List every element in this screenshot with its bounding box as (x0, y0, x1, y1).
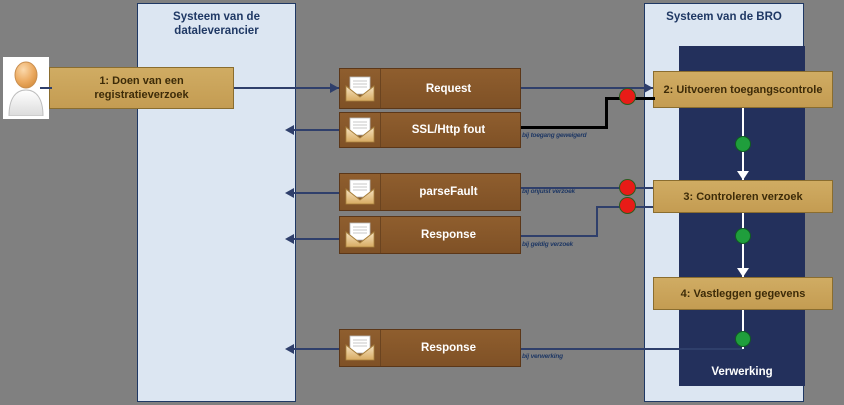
connector-ssl-out (290, 129, 340, 131)
connector-actor-step1 (40, 87, 52, 89)
envelope-icon (340, 217, 381, 253)
connector-toegang-v (605, 97, 608, 129)
activity-step1-label: 1: Doen van een registratieverzoek (94, 75, 189, 101)
message-sslfout[interactable]: SSL/Http fout (339, 112, 521, 148)
person-icon (8, 61, 44, 116)
message-response-2-label: Response (421, 342, 476, 354)
swimlane-dataleverancier: Systeem van de dataleverancier (137, 3, 296, 402)
connector-request-step2 (521, 87, 653, 89)
arrow-response1-out (285, 234, 294, 244)
message-parsefault[interactable]: parseFault (339, 173, 521, 211)
arrow-ssl-out (285, 125, 294, 135)
connector-response2-out (290, 348, 340, 350)
connector-response1-out (290, 238, 340, 240)
message-parsefault-label: parseFault (419, 186, 478, 198)
arrow-request-step2 (644, 83, 653, 93)
connector-geldig-h2 (521, 235, 598, 237)
message-sslfout-label: SSL/Http fout (411, 124, 486, 136)
activity-step2-label: 2: Uitvoeren toegangscontrole (663, 83, 823, 96)
message-response-2[interactable]: Response (339, 329, 521, 367)
processing-block-label: Verwerking (711, 366, 773, 378)
message-response-1-label: Response (421, 229, 476, 241)
activity-step3-label: 3: Controleren verzoek (683, 190, 803, 203)
cond-verwerking-label: bij verwerking (522, 353, 563, 360)
flow-arrow-step3 (737, 171, 749, 180)
envelope-icon (340, 113, 381, 147)
connector-dot-geldig (619, 197, 636, 214)
activity-step2[interactable]: 2: Uitvoeren toegangscontrole (653, 71, 833, 108)
connector-geldig-v (596, 206, 598, 236)
swimlane-dataleverancier-title: Systeem van de dataleverancier (173, 11, 260, 37)
flow-arrow-step4 (737, 268, 749, 277)
connector-dot-onjuist (619, 179, 636, 196)
cond-onjuist-label: bij onjuist verzoek (522, 188, 575, 195)
message-response-1[interactable]: Response (339, 216, 521, 254)
connector-toegang-h2 (521, 126, 607, 129)
message-request[interactable]: Request (339, 68, 521, 109)
connector-dot-toegang (619, 88, 636, 105)
connector-parsefault-out (290, 192, 340, 194)
activity-step1[interactable]: 1: Doen van een registratieverzoek (49, 67, 234, 109)
arrow-step1-request (330, 83, 339, 93)
flow-dot-2 (735, 228, 751, 244)
flow-dot-1 (735, 136, 751, 152)
envelope-icon (340, 330, 381, 366)
flow-dot-3 (735, 331, 751, 347)
swimlane-bro-title: Systeem van de BRO (666, 11, 782, 23)
envelope-icon (340, 174, 381, 210)
envelope-icon (340, 69, 381, 108)
connector-parsefault (521, 187, 653, 189)
flow-step4-end (742, 310, 744, 338)
cond-toegang-label: bij toegang geweigerd (522, 132, 587, 139)
connector-step1-request (234, 87, 339, 89)
arrow-response2-out (285, 344, 294, 354)
activity-step3[interactable]: 3: Controleren verzoek (653, 180, 833, 213)
message-request-label: Request (425, 82, 472, 95)
flow-step3-step4 (742, 213, 744, 277)
activity-step4-label: 4: Vastleggen gegevens (680, 287, 806, 300)
connector-verwerking-h (521, 348, 743, 350)
activity-step4[interactable]: 4: Vastleggen gegevens (653, 277, 833, 310)
cond-geldig-label: bij geldig verzoek (522, 241, 573, 248)
arrow-parsefault-out (285, 188, 294, 198)
